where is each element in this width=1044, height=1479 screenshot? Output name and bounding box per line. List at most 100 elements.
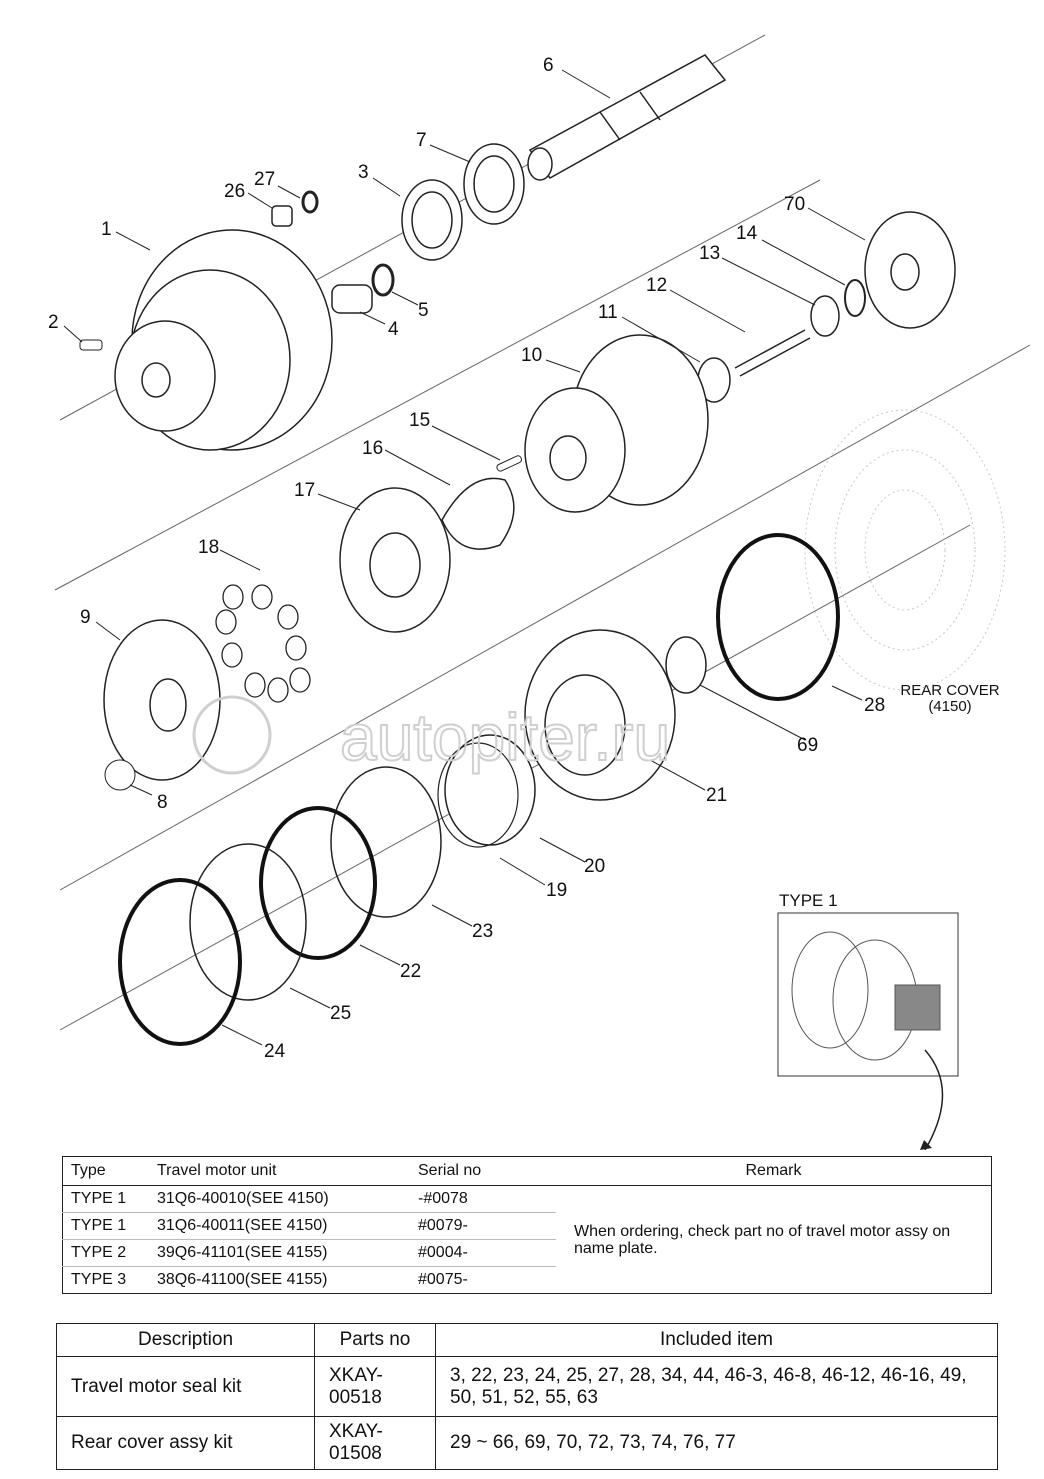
- unit-cell: 38Q6-41100(SEE 4155): [157, 1271, 328, 1288]
- callout-15: 15: [409, 410, 430, 431]
- travel-motor-type-table: Type Travel motor unit Serial no Remark …: [62, 1156, 992, 1294]
- description-cell: Travel motor seal kit: [56, 1356, 315, 1417]
- callout-21: 21: [706, 785, 727, 806]
- header-description: Description: [56, 1323, 315, 1357]
- set-plate-17: [339, 487, 451, 633]
- unit-cell: 31Q6-40010(SEE 4150): [149, 1185, 410, 1213]
- callout-5: 5: [418, 300, 429, 321]
- rear-cover-ghost: [804, 409, 1006, 691]
- plug-2: [79, 339, 103, 351]
- o-ring-5: [371, 263, 395, 297]
- included-cell: 3, 22, 23, 24, 25, 27, 28, 34, 44, 46-3,…: [435, 1356, 998, 1417]
- callout-22: 22: [400, 961, 421, 982]
- ball-8: [104, 759, 136, 791]
- header-parts-no: Parts no: [314, 1323, 436, 1357]
- serial-cell: #0079-: [410, 1212, 556, 1240]
- pin-26: [271, 205, 293, 227]
- bearing-69: [665, 636, 707, 694]
- callout-19: 19: [546, 880, 567, 901]
- callout-14: 14: [736, 223, 758, 244]
- callout-11: 11: [598, 302, 618, 323]
- included-cell: 29 ~ 66, 69, 70, 72, 73, 74, 76, 77: [435, 1416, 998, 1470]
- pin-15: [496, 455, 522, 472]
- callout-17: 17: [294, 480, 315, 501]
- inset-label: TYPE 1: [779, 891, 838, 910]
- remark-cell: When ordering, check part no of travel m…: [574, 1222, 951, 1257]
- serial-cell: #0004-: [410, 1239, 556, 1267]
- callout-20: 20: [584, 856, 605, 877]
- shaft: [527, 54, 727, 181]
- header-type: Type: [62, 1156, 149, 1186]
- unit-cell: 39Q6-41101(SEE 4155): [149, 1239, 410, 1267]
- serial-cell: #0075-: [418, 1271, 468, 1288]
- description-cell: Rear cover assy kit: [56, 1416, 315, 1470]
- callout-28: 28: [864, 695, 885, 716]
- axis-lines: [54, 34, 1031, 1031]
- table-row: TYPE 2 39Q6-41101(SEE 4155) #0004-: [62, 1239, 992, 1267]
- callout-6: 6: [543, 55, 554, 76]
- type1-motor-image: [791, 931, 941, 1061]
- callout-1: 1: [101, 219, 112, 240]
- type-cell: TYPE 1: [62, 1212, 149, 1240]
- cover-21: [524, 629, 676, 801]
- valve-plate-70: [864, 211, 956, 329]
- parts-no-cell: XKAY-01508: [314, 1416, 436, 1470]
- bushing-4: [331, 284, 373, 314]
- callout-24: 24: [264, 1041, 286, 1062]
- header-included: Included item: [435, 1323, 998, 1357]
- table-row: TYPE 1 31Q6-40011(SEE 4150) #0079-: [62, 1212, 992, 1240]
- ring-23: [330, 766, 442, 918]
- unit-cell: 31Q6-40011(SEE 4150): [149, 1212, 410, 1240]
- type-cell: TYPE 2: [62, 1239, 149, 1267]
- service-kit-table: Description Parts no Included item Trave…: [56, 1323, 998, 1470]
- callout-7: 7: [416, 130, 427, 151]
- exploded-parts-diagram: 1 2 3 4 5 6 7 8 9 10 11 12 13 14 15 16 1…: [48, 34, 1031, 1150]
- rear-cover-number: (4150): [928, 698, 971, 715]
- snap-ring-14: [844, 279, 866, 317]
- callout-18: 18: [198, 537, 219, 558]
- ring-25: [189, 843, 307, 1001]
- table-row: Rear cover assy kit XKAY-01508 29 ~ 66, …: [56, 1416, 998, 1470]
- callout-9: 9: [80, 607, 91, 628]
- header-unit: Travel motor unit: [149, 1156, 410, 1186]
- parts-no-cell: XKAY-00518: [314, 1356, 436, 1417]
- type-cell: TYPE 1: [62, 1185, 149, 1213]
- callout-13: 13: [699, 243, 720, 264]
- header-serial: Serial no: [410, 1156, 556, 1186]
- seal-3: [401, 179, 463, 261]
- cylinder-block-10: [524, 334, 709, 513]
- ball-guide-16: [441, 477, 515, 550]
- callout-10: 10: [521, 345, 542, 366]
- bearing-7: [463, 143, 525, 225]
- callout-27: 27: [254, 169, 275, 190]
- watermark-text: autopiter.ru: [340, 700, 670, 774]
- table-row: TYPE 1 31Q6-40010(SEE 4150) -#0078 When …: [62, 1185, 992, 1257]
- o-ring-24: [118, 878, 242, 1046]
- pistons-18: [215, 584, 311, 703]
- inset-arrow: [924, 1049, 944, 1150]
- rear-cover-label: REAR COVER: [900, 682, 999, 699]
- callout-labels: 1 2 3 4 5 6 7 8 9 10 11 12 13 14 15 16 1…: [48, 55, 885, 1062]
- o-ring-28: [716, 533, 840, 701]
- spring-12: [734, 329, 811, 377]
- callout-26: 26: [224, 181, 245, 202]
- housing-1: [114, 229, 333, 451]
- ring-19: [437, 742, 519, 848]
- watermark: autopiter.ru: [192, 695, 671, 775]
- table-row: Travel motor seal kit XKAY-00518 3, 22, …: [56, 1356, 998, 1417]
- o-ring-22: [259, 806, 377, 960]
- o-ring-27: [301, 190, 319, 214]
- callout-25: 25: [330, 1003, 351, 1024]
- callout-8: 8: [157, 792, 168, 813]
- callout-23: 23: [472, 921, 493, 942]
- callout-3: 3: [358, 162, 369, 183]
- callout-16: 16: [362, 438, 383, 459]
- callout-4: 4: [388, 319, 399, 340]
- swash-plate-9: [103, 619, 221, 781]
- callout-2: 2: [48, 312, 59, 333]
- header-remark: Remark: [556, 1156, 992, 1186]
- type-cell: TYPE 3: [71, 1271, 127, 1288]
- table-row: TYPE 3 38Q6-41100(SEE 4155) #0075-: [63, 1267, 992, 1294]
- inset-arrow-head: [920, 1140, 932, 1150]
- callout-70: 70: [784, 194, 805, 215]
